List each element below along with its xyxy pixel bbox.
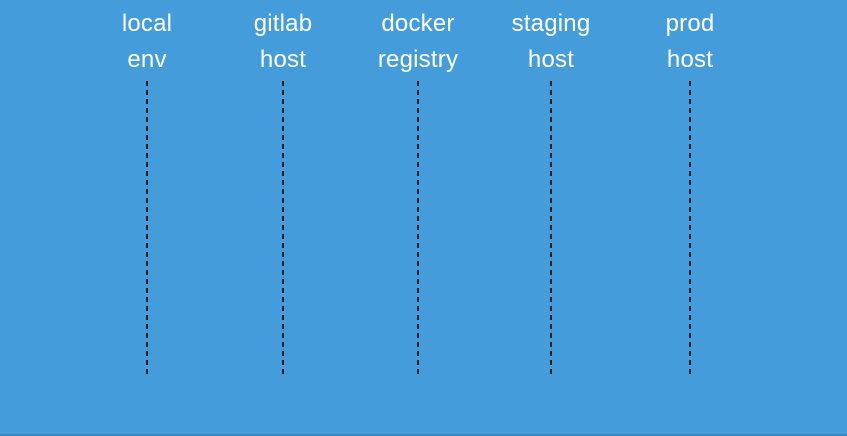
- actor-column: local env: [67, 0, 227, 436]
- actor-label-line1: docker: [381, 10, 455, 37]
- actor-label-line2: registry: [377, 46, 459, 73]
- actor-label-line2: host: [527, 46, 575, 73]
- actor-label-line1: gitlab: [253, 10, 313, 37]
- lifeline-dashed-line: [146, 81, 148, 378]
- actor-label: prod host: [610, 6, 770, 78]
- actor-label-line1: staging: [511, 10, 591, 37]
- actor-label: gitlab host: [203, 6, 363, 78]
- bottom-edge-shade: [0, 434, 847, 436]
- lifeline-dashed-line: [689, 81, 691, 378]
- actor-label: staging host: [471, 6, 631, 78]
- lifeline-dashed-line: [282, 81, 284, 378]
- actor-label-line2: host: [259, 46, 307, 73]
- lifeline-dashed-line: [417, 81, 419, 378]
- actor-column: gitlab host: [203, 0, 363, 436]
- actor-column: staging host: [471, 0, 631, 436]
- actor-label-line2: host: [666, 46, 714, 73]
- actor-column: prod host: [610, 0, 770, 436]
- actor-label-line1: prod: [665, 10, 715, 37]
- actor-label-line1: local: [121, 10, 173, 37]
- actor-label: local env: [67, 6, 227, 78]
- actor-label-line2: env: [127, 46, 167, 73]
- actor-column: docker registry: [338, 0, 498, 436]
- actor-label: docker registry: [338, 6, 498, 78]
- lifeline-dashed-line: [550, 81, 552, 378]
